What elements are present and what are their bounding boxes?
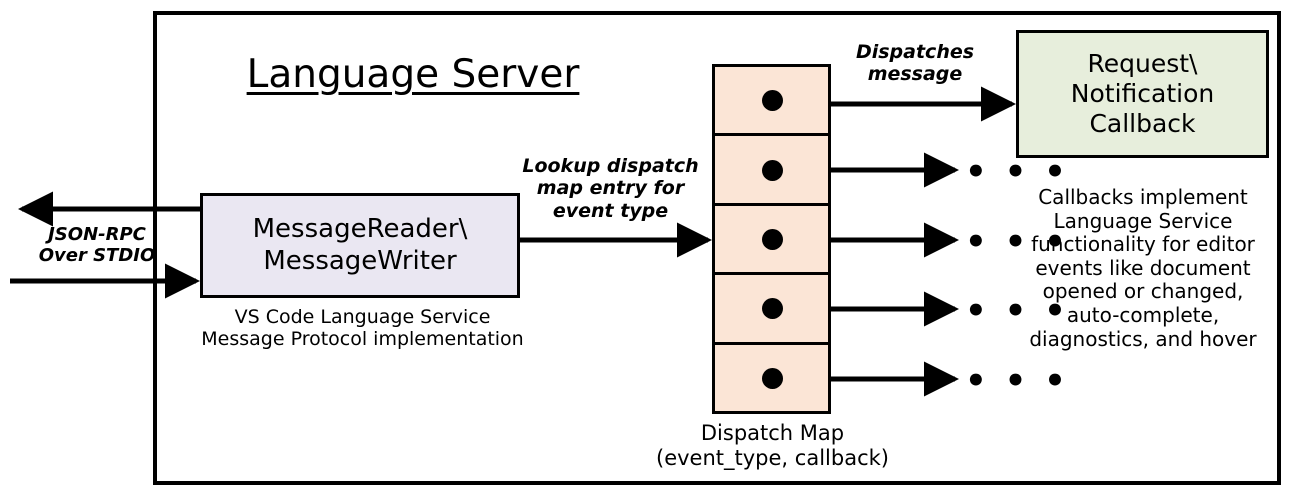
dispatch-map-row-2[interactable] xyxy=(715,136,828,206)
callback-pointer-dot xyxy=(761,159,783,181)
dispatches-message-edge-label: Dispatches message xyxy=(855,41,975,86)
ellipsis-row-5: • • • xyxy=(965,361,1069,401)
dispatch-map-row-5[interactable] xyxy=(715,345,828,411)
lookup-dispatch-edge-label: Lookup dispatch map entry for event type xyxy=(522,155,699,222)
dispatch-map-row-4[interactable] xyxy=(715,275,828,345)
dispatch-map-table[interactable] xyxy=(712,64,831,414)
language-server-boundary xyxy=(153,11,1281,485)
message-reader-writer-caption: VS Code Language Service Message Protoco… xyxy=(201,306,524,351)
dispatch-map-row-1[interactable] xyxy=(715,67,828,137)
ellipsis-row-2: • • • xyxy=(965,152,1069,192)
request-notification-callback-label: Request\ Notification Callback xyxy=(1070,49,1215,138)
callback-pointer-dot xyxy=(761,90,783,112)
dispatch-map-caption: Dispatch Map (event_type, callback) xyxy=(656,421,889,470)
callback-description-caption: Callbacks implement Language Service fun… xyxy=(1029,185,1257,351)
request-notification-callback-box[interactable]: Request\ Notification Callback xyxy=(1016,30,1269,158)
dispatch-map-row-3[interactable] xyxy=(715,206,828,276)
json-rpc-channel-label: JSON-RPC Over STDIO xyxy=(38,224,156,267)
ellipsis-row-3: • • • xyxy=(965,222,1069,262)
callback-pointer-dot xyxy=(761,298,783,320)
ellipsis-row-4: • • • xyxy=(965,291,1069,331)
callback-pointer-dot xyxy=(761,367,783,389)
message-reader-writer-box[interactable]: MessageReader\ MessageWriter xyxy=(200,193,520,298)
page-title: Language Server xyxy=(246,52,580,97)
callback-pointer-dot xyxy=(761,229,783,251)
message-reader-writer-label: MessageReader\ MessageWriter xyxy=(252,214,468,276)
